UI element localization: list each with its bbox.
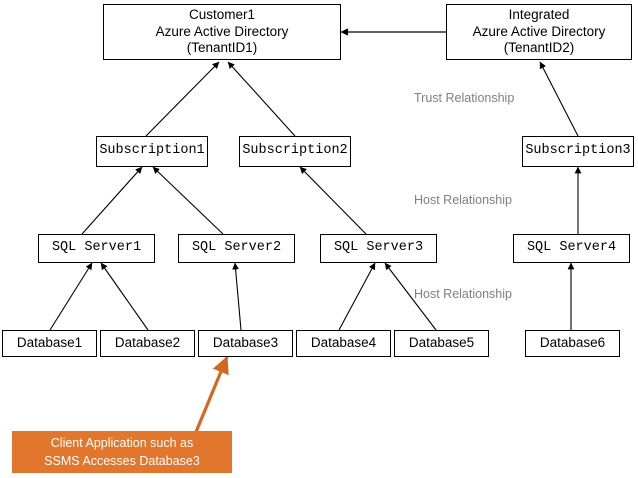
node-database1[interactable]: Database1 bbox=[2, 330, 97, 357]
label-host-relationship-lower: Host Relationship bbox=[414, 287, 512, 301]
node-sql-server1[interactable]: SQL Server1 bbox=[38, 234, 155, 263]
edge-sqlserver2-to-subscription1 bbox=[152, 166, 224, 235]
node-customer1-azure-active-directory[interactable]: Customer1 Azure Active Directory (Tenant… bbox=[103, 4, 341, 60]
edge-database1-to-sqlserver1 bbox=[49, 262, 93, 331]
edge-subscription3-to-integrated-aad bbox=[539, 61, 579, 137]
edge-database3-to-sqlserver2 bbox=[232, 262, 242, 331]
node-sql-server2[interactable]: SQL Server2 bbox=[178, 234, 295, 263]
edge-database4-to-sqlserver3 bbox=[338, 262, 376, 331]
label-trust-relationship: Trust Relationship bbox=[414, 91, 515, 105]
node-sql-server4[interactable]: SQL Server4 bbox=[513, 234, 630, 263]
node-integrated-azure-active-directory[interactable]: Integrated Azure Active Directory (Tenan… bbox=[446, 4, 632, 60]
edge-subscription2-to-customer-aad bbox=[227, 61, 296, 137]
node-subscription2[interactable]: Subscription2 bbox=[239, 136, 351, 167]
edge-subscription1-to-customer-aad bbox=[145, 61, 220, 137]
node-database4[interactable]: Database4 bbox=[296, 330, 391, 357]
node-database2[interactable]: Database2 bbox=[100, 330, 195, 357]
node-subscription1[interactable]: Subscription1 bbox=[96, 136, 208, 167]
callout-client-application[interactable]: Client Application such as SSMS Accesses… bbox=[12, 431, 232, 473]
node-sql-server3[interactable]: SQL Server3 bbox=[320, 234, 437, 263]
node-database5[interactable]: Database5 bbox=[394, 330, 489, 357]
node-database3[interactable]: Database3 bbox=[198, 330, 293, 357]
label-host-relationship-upper: Host Relationship bbox=[414, 193, 512, 207]
edge-sqlserver1-to-subscription1 bbox=[81, 166, 143, 235]
edge-database2-to-sqlserver1 bbox=[100, 262, 149, 331]
node-subscription3[interactable]: Subscription3 bbox=[522, 136, 634, 167]
node-database6[interactable]: Database6 bbox=[525, 330, 620, 357]
edge-sqlserver3-to-subscription2 bbox=[299, 166, 367, 235]
edge-callout-to-database3 bbox=[194, 356, 229, 433]
